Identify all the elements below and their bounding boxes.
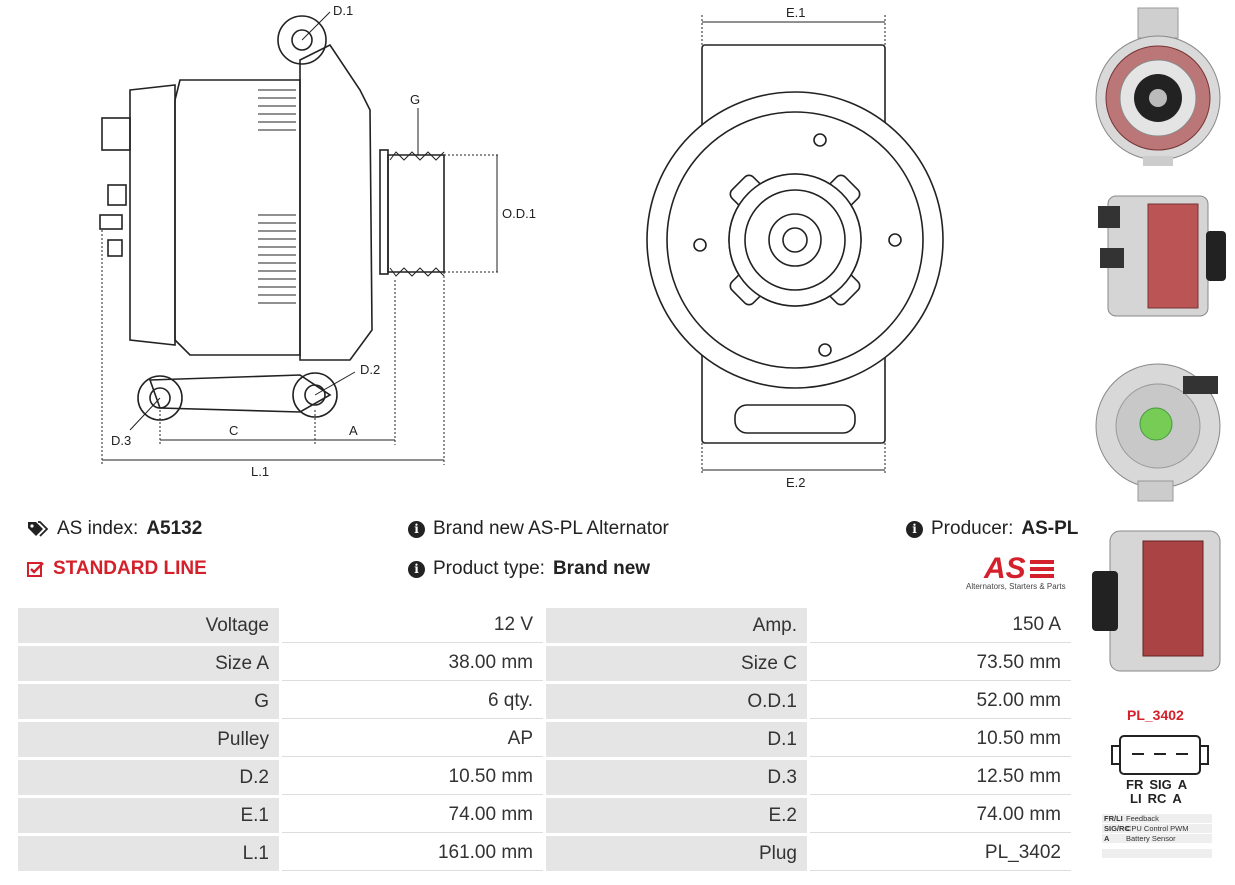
spec-value: 10.50 mm: [810, 722, 1071, 757]
pin-label: SIG: [1149, 777, 1172, 792]
spec-key: E.1: [18, 798, 279, 833]
technical-drawing: D.1 G O.D.1 D.2 D.3 C A L.1 E.1 E.2: [99, 3, 944, 490]
label-g: G: [410, 92, 420, 107]
pin-label: A: [1177, 777, 1188, 792]
spec-value: 38.00 mm: [282, 646, 543, 681]
spec-key: D.3: [546, 760, 807, 795]
product-photo-rear[interactable]: [1088, 346, 1228, 506]
plug-connector-diagram: [1111, 735, 1209, 775]
pin-label: FR: [1126, 777, 1144, 792]
spec-value: AP: [282, 722, 543, 757]
label-od1: O.D.1: [502, 206, 536, 221]
spec-key: Plug: [546, 836, 807, 871]
spec-value: 12 V: [282, 608, 543, 643]
plug-pin-labels: FR SIG A LI RC A: [1126, 778, 1187, 806]
as-index-label: AS index:: [57, 518, 139, 539]
product-type-row: i Product type: Brand new: [408, 558, 650, 580]
spec-value: 10.50 mm: [282, 760, 543, 795]
label-c: C: [229, 423, 238, 438]
product-photos: [1088, 6, 1228, 686]
standard-line-label: STANDARD LINE: [53, 558, 207, 579]
spec-value: 12.50 mm: [810, 760, 1071, 795]
description-text: Brand new AS-PL Alternator: [433, 518, 669, 539]
spec-value: 52.00 mm: [810, 684, 1071, 719]
as-index-row: AS index: A5132: [27, 518, 202, 540]
spec-key: Pulley: [18, 722, 279, 757]
spec-key: O.D.1: [546, 684, 807, 719]
logo-tagline: Alternators, Starters & Parts: [966, 582, 1066, 591]
producer-row: i Producer: AS-PL: [906, 518, 1078, 540]
spec-value: 161.00 mm: [282, 836, 543, 871]
spec-key: Voltage: [18, 608, 279, 643]
info-icon: i: [408, 560, 425, 578]
spec-key: D.1: [546, 722, 807, 757]
spec-value: 6 qty.: [282, 684, 543, 719]
product-photo-front[interactable]: [1088, 6, 1228, 166]
legend-row: [1102, 849, 1212, 858]
spec-value: PL_3402: [810, 836, 1071, 871]
spec-key: Size A: [18, 646, 279, 681]
plug-title: PL_3402: [1127, 707, 1184, 723]
standard-line-row: STANDARD LINE: [27, 558, 207, 580]
label-d1: D.1: [333, 3, 353, 18]
product-photo-angle[interactable]: [1088, 516, 1228, 676]
info-icon: i: [408, 520, 425, 538]
spec-value: 74.00 mm: [810, 798, 1071, 833]
spec-value: 73.50 mm: [810, 646, 1071, 681]
info-icon: i: [906, 520, 923, 538]
pin-label: RC: [1147, 791, 1167, 806]
label-l1: L.1: [251, 464, 269, 479]
spec-key: L.1: [18, 836, 279, 871]
pin-label: LI: [1130, 791, 1142, 806]
spec-key: Size C: [546, 646, 807, 681]
spec-key: Amp.: [546, 608, 807, 643]
label-d3: D.3: [111, 433, 131, 448]
spec-key: G: [18, 684, 279, 719]
product-type-label: Product type:: [433, 558, 545, 579]
product-photo-side[interactable]: [1088, 176, 1228, 336]
spec-key: D.2: [18, 760, 279, 795]
check-square-icon: [27, 562, 44, 577]
label-e1: E.1: [786, 5, 806, 20]
producer-value: AS-PL: [1021, 518, 1079, 539]
spec-key: E.2: [546, 798, 807, 833]
label-d2: D.2: [360, 362, 380, 377]
as-index-value: A5132: [146, 518, 203, 539]
tags-icon: [28, 521, 49, 537]
as-pl-logo: AS: [983, 552, 1054, 585]
spec-value: 150 A: [810, 608, 1071, 643]
label-a: A: [349, 423, 358, 438]
svg-text:AS: AS: [983, 552, 1026, 585]
spec-value: 74.00 mm: [282, 798, 543, 833]
pin-label: A: [1172, 791, 1182, 806]
label-e2: E.2: [786, 475, 806, 490]
description-row: i Brand new AS-PL Alternator: [408, 518, 669, 540]
producer-label: Producer:: [931, 518, 1014, 539]
product-type-value: Brand new: [552, 558, 651, 579]
